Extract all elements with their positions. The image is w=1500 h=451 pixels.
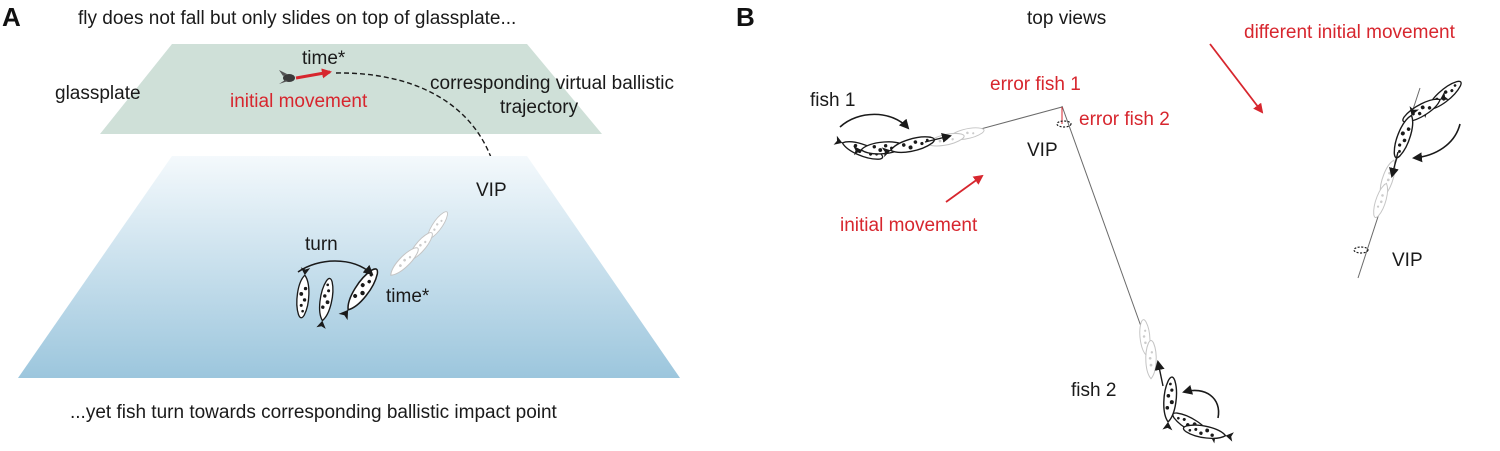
panel-b-letter: B	[736, 2, 755, 32]
time-label-bottom: time*	[386, 286, 430, 307]
panel-b-top-caption: top views	[1027, 8, 1106, 29]
vip-label-b-right: VIP	[1392, 250, 1423, 271]
glassplate-plane	[100, 44, 602, 134]
panel-b: B top views fish 1 error fish 1 error fi…	[736, 2, 1466, 445]
fish1-turn-arrow	[839, 113, 910, 130]
vip-marker-b-left	[1056, 120, 1072, 128]
ballistic-trajectory	[335, 72, 493, 161]
right-fish-group	[1370, 76, 1466, 220]
turn-arrow	[297, 260, 374, 276]
vip-label-a: VIP	[476, 180, 507, 201]
time-label-top: time*	[302, 48, 346, 69]
panel-a-bottom-caption: ...yet fish turn towards corresponding b…	[70, 402, 558, 423]
right-heading-arrow	[1389, 151, 1399, 178]
panel-a-top-caption: fly does not fall but only slides on top…	[78, 8, 516, 29]
panel-a: A fly does not fall but only slides on t…	[2, 2, 680, 423]
right-turn-arrow	[1412, 123, 1461, 163]
different-movement-label: different initial movement	[1244, 22, 1456, 43]
initial-movement-arrow	[295, 68, 332, 80]
vip-label-b-left: VIP	[1027, 140, 1058, 161]
error-fish1-label: error fish 1	[990, 74, 1081, 95]
fish1-heading-arrow	[924, 133, 952, 143]
fish2-turn-arrow	[1182, 384, 1220, 419]
trajectory-label-line1: corresponding virtual ballistic	[430, 73, 674, 94]
vip-marker-b-right	[1353, 246, 1369, 254]
fish1-group	[832, 124, 986, 164]
fish2-group	[1138, 318, 1235, 445]
different-movement-arrow	[1209, 43, 1264, 114]
fish2-trajectory-line	[1061, 105, 1144, 333]
initial-movement-arrow-b	[945, 174, 984, 203]
fish2-label: fish 2	[1071, 380, 1116, 401]
initial-movement-label-b: initial movement	[840, 215, 978, 236]
glassplate-label: glassplate	[55, 83, 141, 104]
fish2-heading-arrow	[1154, 360, 1165, 387]
turn-label: turn	[305, 234, 338, 255]
error-fish2-label: error fish 2	[1079, 109, 1170, 130]
trajectory-label-line2: trajectory	[500, 97, 579, 118]
panel-a-letter: A	[2, 2, 21, 32]
water-volume	[18, 156, 680, 378]
fly-icon	[279, 70, 295, 84]
initial-movement-label-a: initial movement	[230, 91, 368, 112]
fish1-label: fish 1	[810, 90, 855, 111]
